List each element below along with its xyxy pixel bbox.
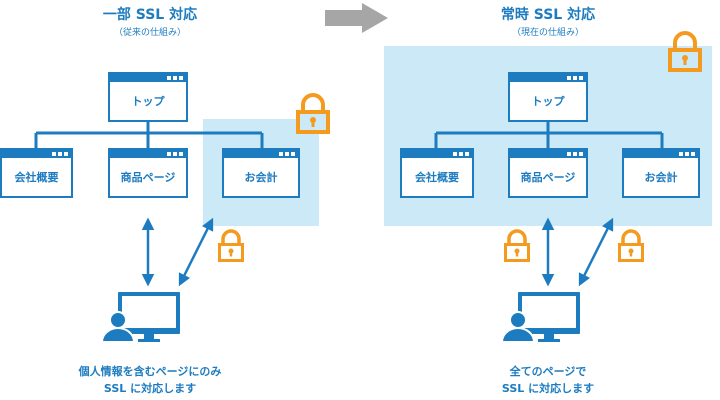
- lock-icon: [668, 31, 702, 72]
- lock-icon: [296, 93, 330, 134]
- page-top-label: トップ: [131, 95, 165, 108]
- page-product-label: 商品ページ: [120, 171, 176, 184]
- left-caption-line-2: SSL に対応します: [103, 382, 197, 395]
- computer-user-icon: [100, 292, 180, 343]
- left-caption-line-1: 個人情報を含むページにのみ: [78, 365, 222, 378]
- page-account-label: お会計: [244, 171, 278, 184]
- double-headed-arrow-icon: [141, 217, 214, 287]
- page-company: 会社概要: [0, 148, 73, 198]
- right-tree-lines: [434, 122, 664, 148]
- left-caption: 個人情報を含むページにのみ SSL に対応します: [30, 363, 270, 397]
- left-tree-lines: [34, 122, 264, 148]
- double-headed-arrow-icon: [541, 217, 614, 287]
- page-company-label: 会社概要: [14, 171, 59, 184]
- page-product: 商品ページ: [108, 148, 188, 198]
- left-title: 一部 SSL 対応: [102, 7, 198, 23]
- page-top: トップ: [108, 72, 188, 122]
- transition-arrow-icon: [325, 3, 388, 33]
- right-title: 常時 SSL 対応: [500, 7, 596, 23]
- page-account-label: お会計: [644, 171, 678, 184]
- page-company-label: 会社概要: [415, 171, 459, 184]
- page-company: 会社概要: [400, 148, 474, 198]
- lock-icon: [218, 229, 244, 262]
- left-subtitle: （従来の仕組み）: [113, 28, 186, 38]
- computer-user-icon: [500, 292, 580, 343]
- right-caption: 全てのページで SSL に対応します: [440, 363, 656, 397]
- right-caption-line-2: SSL に対応します: [501, 382, 595, 395]
- lock-icon: [618, 229, 644, 262]
- lock-icon: [504, 229, 530, 262]
- page-account: お会計: [622, 148, 700, 198]
- page-top: トップ: [508, 72, 588, 122]
- page-account: お会計: [222, 148, 300, 198]
- right-caption-line-1: 全てのページで: [509, 365, 587, 378]
- page-top-label: トップ: [531, 95, 565, 108]
- page-product-label: 商品ページ: [520, 171, 576, 184]
- page-product: 商品ページ: [508, 148, 588, 198]
- right-subtitle: （現在の仕組み）: [511, 28, 584, 38]
